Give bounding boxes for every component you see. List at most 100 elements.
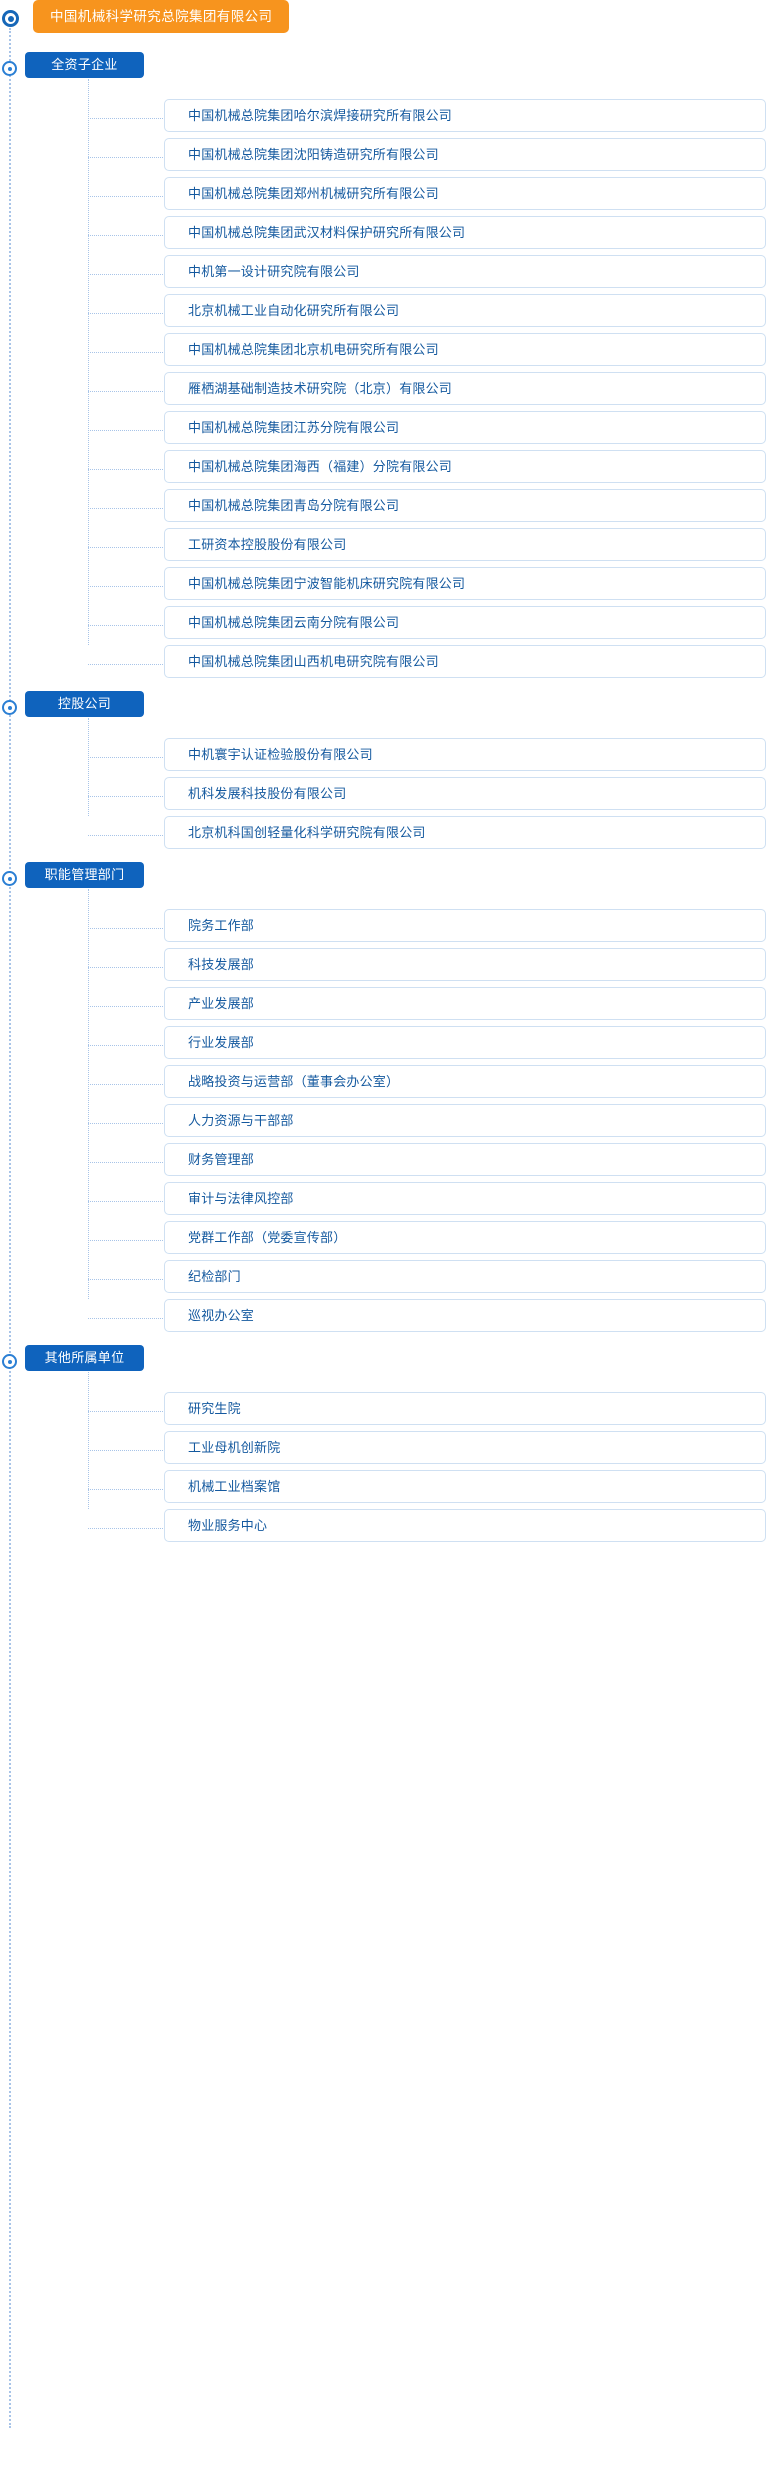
list-item: 工业母机创新院 (0, 1431, 779, 1470)
list-item: 中国机械总院集团山西机电研究院有限公司 (0, 645, 779, 684)
list-item: 中国机械总院集团宁波智能机床研究院有限公司 (0, 567, 779, 606)
groups-container: 全资子企业中国机械总院集团哈尔滨焊接研究所有限公司中国机械总院集团沈阳铸造研究所… (0, 45, 779, 1548)
item-connector-line (88, 1045, 163, 1046)
org-unit-box[interactable]: 中机寰宇认证检验股份有限公司 (164, 738, 766, 771)
org-unit-box[interactable]: 工业母机创新院 (164, 1431, 766, 1464)
list-item: 中国机械总院集团武汉材料保护研究所有限公司 (0, 216, 779, 255)
list-item: 中国机械总院集团云南分院有限公司 (0, 606, 779, 645)
list-item: 审计与法律风控部 (0, 1182, 779, 1221)
org-unit-box[interactable]: 中国机械总院集团江苏分院有限公司 (164, 411, 766, 444)
org-unit-box[interactable]: 党群工作部（党委宣传部） (164, 1221, 766, 1254)
branch-vertical-connector (88, 1372, 89, 1509)
item-connector-line (88, 1123, 163, 1124)
org-unit-box[interactable]: 纪检部门 (164, 1260, 766, 1293)
item-connector-line (88, 1318, 163, 1319)
item-connector-line (88, 274, 163, 275)
org-unit-box[interactable]: 巡视办公室 (164, 1299, 766, 1332)
root-node-row: 中国机械科学研究总院集团有限公司 (0, 0, 779, 45)
list-item: 巡视办公室 (0, 1299, 779, 1338)
org-unit-box[interactable]: 人力资源与干部部 (164, 1104, 766, 1137)
org-unit-box[interactable]: 科技发展部 (164, 948, 766, 981)
list-item: 科技发展部 (0, 948, 779, 987)
list-item: 纪检部门 (0, 1260, 779, 1299)
item-connector-line (88, 625, 163, 626)
org-unit-box[interactable]: 北京机械工业自动化研究所有限公司 (164, 294, 766, 327)
group-label[interactable]: 控股公司 (25, 691, 144, 717)
list-item: 中国机械总院集团沈阳铸造研究所有限公司 (0, 138, 779, 177)
list-item: 机械工业档案馆 (0, 1470, 779, 1509)
list-item: 雁栖湖基础制造技术研究院（北京）有限公司 (0, 372, 779, 411)
item-connector-line (88, 118, 163, 119)
item-connector-line (88, 196, 163, 197)
item-connector-line (88, 235, 163, 236)
branch-vertical-connector (88, 718, 89, 816)
org-unit-box[interactable]: 财务管理部 (164, 1143, 766, 1176)
org-unit-box[interactable]: 研究生院 (164, 1392, 766, 1425)
group-items: 研究生院工业母机创新院机械工业档案馆物业服务中心 (0, 1372, 779, 1548)
org-unit-box[interactable]: 中国机械总院集团云南分院有限公司 (164, 606, 766, 639)
item-connector-line (88, 391, 163, 392)
list-item: 研究生院 (0, 1392, 779, 1431)
list-item: 中国机械总院集团江苏分院有限公司 (0, 411, 779, 450)
org-unit-box[interactable]: 物业服务中心 (164, 1509, 766, 1542)
main-vertical-connector (9, 28, 11, 2428)
org-unit-box[interactable]: 机科发展科技股份有限公司 (164, 777, 766, 810)
item-connector-line (88, 547, 163, 548)
org-group: 其他所属单位研究生院工业母机创新院机械工业档案馆物业服务中心 (0, 1338, 779, 1548)
group-header: 全资子企业 (0, 45, 779, 99)
item-connector-line (88, 1201, 163, 1202)
org-unit-box[interactable]: 中国机械总院集团海西（福建）分院有限公司 (164, 450, 766, 483)
list-item: 中机寰宇认证检验股份有限公司 (0, 738, 779, 777)
root-node-label[interactable]: 中国机械科学研究总院集团有限公司 (33, 0, 290, 33)
org-unit-box[interactable]: 中国机械总院集团山西机电研究院有限公司 (164, 645, 766, 678)
org-unit-box[interactable]: 雁栖湖基础制造技术研究院（北京）有限公司 (164, 372, 766, 405)
org-unit-box[interactable]: 北京机科国创轻量化科学研究院有限公司 (164, 816, 766, 849)
org-unit-box[interactable]: 中国机械总院集团哈尔滨焊接研究所有限公司 (164, 99, 766, 132)
list-item: 北京机科国创轻量化科学研究院有限公司 (0, 816, 779, 855)
group-items: 中国机械总院集团哈尔滨焊接研究所有限公司中国机械总院集团沈阳铸造研究所有限公司中… (0, 79, 779, 684)
org-unit-box[interactable]: 中机第一设计研究院有限公司 (164, 255, 766, 288)
item-connector-line (88, 928, 163, 929)
list-item: 战略投资与运营部（董事会办公室） (0, 1065, 779, 1104)
item-connector-line (88, 1450, 163, 1451)
group-header: 职能管理部门 (0, 855, 779, 909)
item-connector-line (88, 313, 163, 314)
list-item: 中国机械总院集团郑州机械研究所有限公司 (0, 177, 779, 216)
item-connector-line (88, 352, 163, 353)
list-item: 北京机械工业自动化研究所有限公司 (0, 294, 779, 333)
org-unit-box[interactable]: 战略投资与运营部（董事会办公室） (164, 1065, 766, 1098)
org-unit-box[interactable]: 审计与法律风控部 (164, 1182, 766, 1215)
org-unit-box[interactable]: 行业发展部 (164, 1026, 766, 1059)
target-bullet-icon (2, 700, 17, 715)
org-unit-box[interactable]: 中国机械总院集团沈阳铸造研究所有限公司 (164, 138, 766, 171)
item-connector-line (88, 1006, 163, 1007)
org-unit-box[interactable]: 院务工作部 (164, 909, 766, 942)
group-label[interactable]: 其他所属单位 (25, 1345, 144, 1371)
org-unit-box[interactable]: 中国机械总院集团北京机电研究所有限公司 (164, 333, 766, 366)
list-item: 行业发展部 (0, 1026, 779, 1065)
branch-vertical-connector (88, 889, 89, 1299)
item-connector-line (88, 469, 163, 470)
item-connector-line (88, 1162, 163, 1163)
list-item: 院务工作部 (0, 909, 779, 948)
org-unit-box[interactable]: 中国机械总院集团青岛分院有限公司 (164, 489, 766, 522)
list-item: 物业服务中心 (0, 1509, 779, 1548)
org-unit-box[interactable]: 中国机械总院集团武汉材料保护研究所有限公司 (164, 216, 766, 249)
branch-vertical-connector (88, 79, 89, 645)
org-group: 全资子企业中国机械总院集团哈尔滨焊接研究所有限公司中国机械总院集团沈阳铸造研究所… (0, 45, 779, 684)
target-bullet-icon (2, 10, 19, 27)
org-unit-box[interactable]: 工研资本控股股份有限公司 (164, 528, 766, 561)
org-unit-box[interactable]: 中国机械总院集团宁波智能机床研究院有限公司 (164, 567, 766, 600)
list-item: 中机第一设计研究院有限公司 (0, 255, 779, 294)
org-unit-box[interactable]: 机械工业档案馆 (164, 1470, 766, 1503)
item-connector-line (88, 586, 163, 587)
list-item: 党群工作部（党委宣传部） (0, 1221, 779, 1260)
org-unit-box[interactable]: 中国机械总院集团郑州机械研究所有限公司 (164, 177, 766, 210)
group-label[interactable]: 全资子企业 (25, 52, 144, 78)
item-connector-line (88, 157, 163, 158)
item-connector-line (88, 1489, 163, 1490)
org-unit-box[interactable]: 产业发展部 (164, 987, 766, 1020)
list-item: 中国机械总院集团青岛分院有限公司 (0, 489, 779, 528)
group-label[interactable]: 职能管理部门 (25, 862, 144, 888)
